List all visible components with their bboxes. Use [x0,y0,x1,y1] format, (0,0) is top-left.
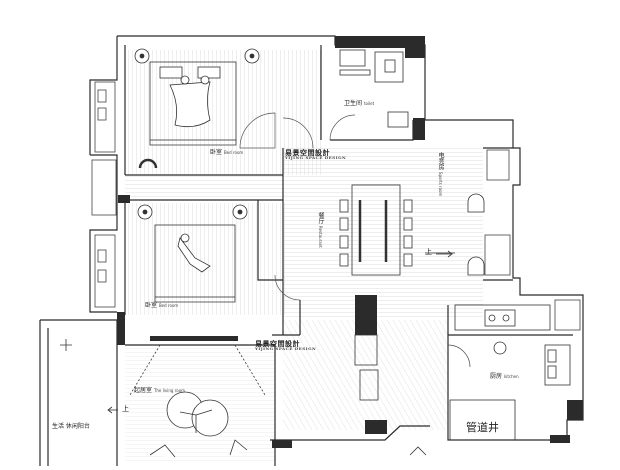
floor-corridor [283,320,448,430]
room-label-bedroom-mid: 卧室 Bed room [145,302,179,309]
room-label-toilet: 卫生间 toilet [344,100,375,107]
stair-up-label-left: 上 [122,405,129,413]
dining-chairs [339,199,413,267]
room-label-balcony: 生活 休闲阳台 [52,423,90,430]
dining-island [351,184,401,401]
room-label-bedroom-top: 卧室 Bed room [210,149,244,156]
stair-arrows [107,250,453,414]
room-label-sports: 电竞房 Sports room [437,152,444,197]
sports-desks [425,193,485,276]
toilet-fixtures [339,49,409,128]
doors [239,112,471,368]
walls [39,35,584,466]
brand-stamp-top: 易景空間設計 YIJING SPACE DESIGN [285,148,347,160]
windows [91,81,581,331]
brand-stamp-bottom: 易景空間設計 YIJING SPACE DESIGN [255,339,317,351]
living-furniture [60,339,427,458]
bed-top [134,48,260,169]
stair-up-label-right: 上 [425,248,432,256]
wall-solids [117,36,583,448]
bed-mid [137,204,248,303]
room-label-kitchen: 厨房 kitchen [490,373,519,380]
floor-restaurant [283,148,483,320]
kitchen-fixtures [449,304,571,441]
room-label-living: 起居室 The living room [134,387,186,394]
floor-bedroom-mid [125,203,285,315]
room-label-pipe-shaft: 管道井 [466,421,499,434]
room-label-restaurant: 餐厅 Restaurant [317,212,324,248]
floor-hall-left [125,175,283,200]
